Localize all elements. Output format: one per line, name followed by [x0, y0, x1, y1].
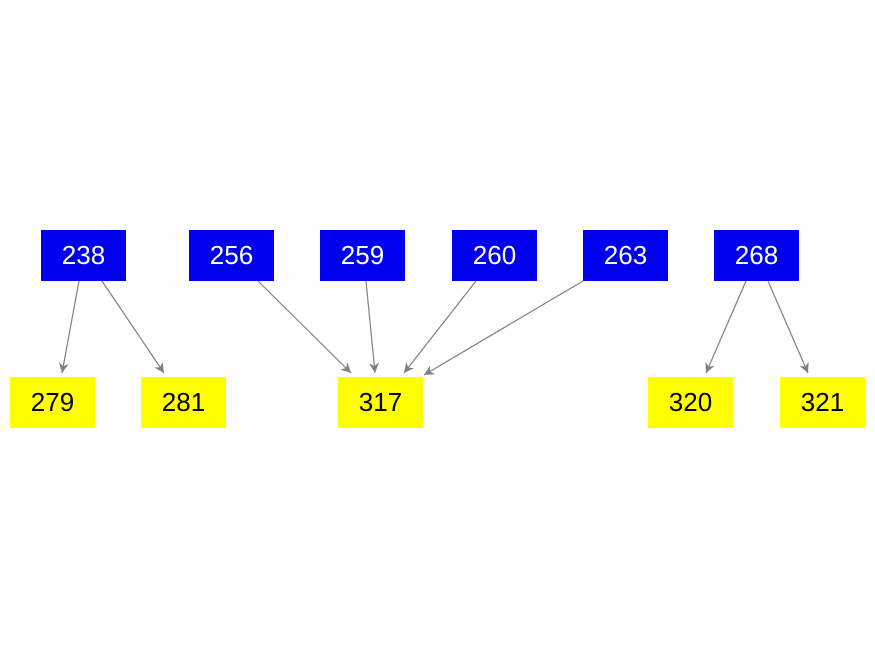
edge-268-to-320 — [705, 280, 747, 374]
node-279: 279 — [10, 377, 95, 428]
edge-238-to-281 — [101, 280, 165, 374]
node-260: 260 — [452, 230, 537, 281]
edge-259-to-317 — [365, 280, 380, 374]
node-321: 321 — [780, 377, 865, 428]
node-268: 268 — [714, 230, 799, 281]
node-256: 256 — [189, 230, 274, 281]
edge-260-to-317 — [403, 280, 477, 374]
node-320: 320 — [648, 377, 733, 428]
node-281: 281 — [141, 377, 226, 428]
node-259: 259 — [320, 230, 405, 281]
node-317: 317 — [338, 377, 423, 428]
node-263: 263 — [583, 230, 668, 281]
edge-263-to-317 — [423, 280, 584, 376]
edge-268-to-321 — [767, 280, 809, 374]
node-238: 238 — [41, 230, 126, 281]
edge-256-to-317 — [257, 280, 352, 374]
edge-238-to-279 — [58, 280, 80, 374]
